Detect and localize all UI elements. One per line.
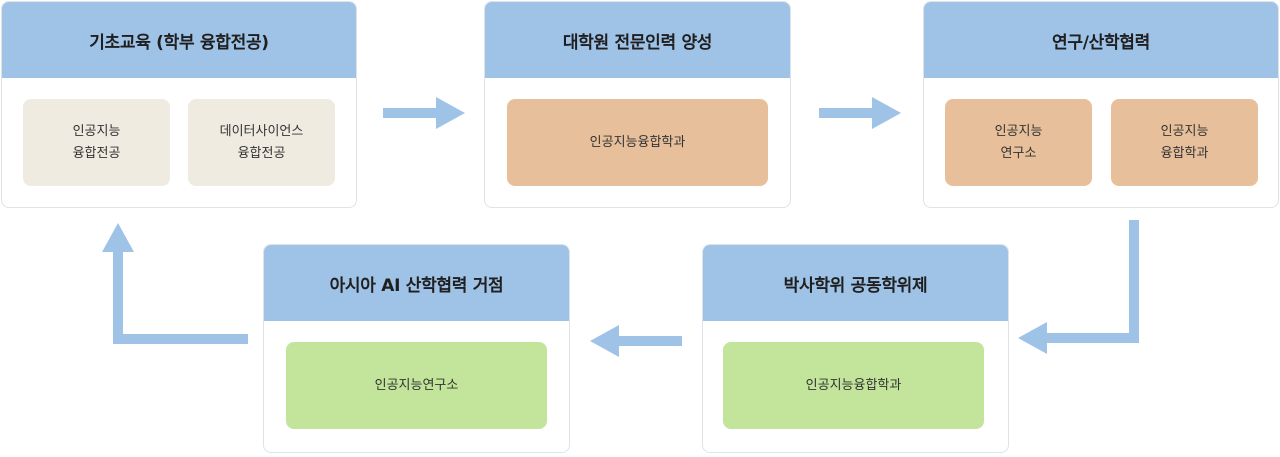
ai-research-institute-box: 인공지능 연구소 (945, 99, 1092, 186)
ai-convergence-dept-box: 인공지능 융합학과 (1111, 99, 1258, 186)
ai-convergence-major-box: 인공지능 융합전공 (23, 99, 170, 186)
stage-graduate-training-title: 대학원 전문인력 양성 (485, 2, 790, 78)
stage-basic-education-title: 기초교육 (학부 융합전공) (2, 2, 356, 78)
stage-phd-joint-degree-title: 박사학위 공동학위제 (703, 245, 1008, 321)
elbow-arrow-up-icon (102, 223, 248, 344)
phd-ai-convergence-dept-box: 인공지능융합학과 (723, 342, 984, 429)
elbow-arrow-icon (1018, 220, 1139, 354)
data-science-major-box: 데이터사이언스 융합전공 (188, 99, 335, 186)
grad-ai-convergence-dept-box: 인공지능융합학과 (507, 99, 768, 186)
left-arrow-icon (590, 325, 682, 357)
stage-research-industry-title: 연구/산학협력 (924, 2, 1278, 78)
right-arrow-icon (819, 97, 901, 129)
stage-asia-ai-hub-title: 아시아 AI 산학협력 거점 (264, 245, 569, 321)
asia-ai-research-institute-box: 인공지능연구소 (286, 342, 547, 429)
right-arrow-icon (383, 97, 465, 129)
